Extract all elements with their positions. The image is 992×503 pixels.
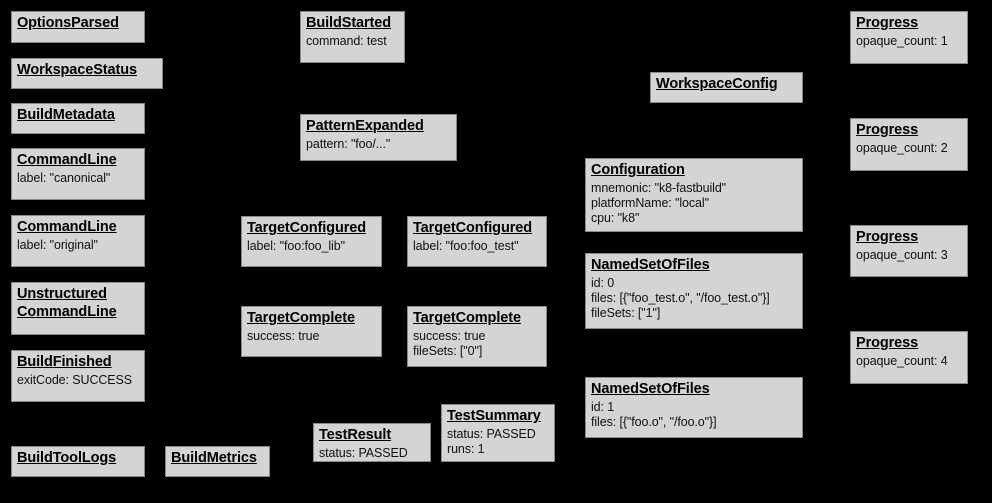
graph-node-fields: opaque_count: 4 — [856, 354, 962, 369]
graph-node-title: TargetConfigured — [247, 220, 366, 236]
graph-node-field: opaque_count: 2 — [856, 140, 948, 155]
graph-node-progress-4[interactable]: Progress opaque_count: 4 — [850, 331, 968, 384]
graph-node-title: TargetComplete — [247, 310, 355, 326]
graph-node-field: pattern: "foo/..." — [306, 136, 391, 151]
graph-node-title: TestResult — [319, 427, 392, 443]
graph-node-field: status: PASSED — [447, 426, 536, 441]
graph-node-fields: label: "canonical" — [17, 171, 139, 186]
graph-node-progress-1[interactable]: Progress opaque_count: 1 — [850, 11, 968, 64]
graph-node-field: mnemonic: "k8-fastbuild" — [591, 180, 727, 195]
graph-node-fields: pattern: "foo/..." — [306, 137, 451, 152]
graph-node-title: Progress — [856, 229, 919, 245]
graph-node-title: BuildFinished — [17, 354, 112, 370]
graph-node-target-configured-foo-test[interactable]: TargetConfigured label: "foo:foo_test" — [407, 216, 547, 267]
graph-node-title: NamedSetOfFiles — [591, 381, 710, 397]
graph-node-progress-3[interactable]: Progress opaque_count: 3 — [850, 225, 968, 277]
graph-node-title: Unstructured CommandLine — [17, 286, 117, 320]
graph-node-title: Progress — [856, 335, 919, 351]
graph-node-title: PatternExpanded — [306, 118, 424, 134]
graph-node-build-metrics[interactable]: BuildMetrics — [165, 446, 270, 477]
graph-node-options-parsed[interactable]: OptionsParsed — [11, 11, 145, 43]
graph-node-title: WorkspaceStatus — [17, 62, 137, 78]
graph-node-command-line-original[interactable]: CommandLine label: "original" — [11, 215, 145, 267]
graph-node-fields: exitCode: SUCCESS — [17, 373, 139, 388]
graph-node-title: OptionsParsed — [17, 15, 119, 31]
graph-node-workspace-config[interactable]: WorkspaceConfig — [650, 72, 803, 103]
graph-node-title: NamedSetOfFiles — [591, 257, 710, 273]
graph-node-build-finished[interactable]: BuildFinished exitCode: SUCCESS — [11, 350, 145, 402]
graph-node-title: CommandLine — [17, 152, 117, 168]
graph-node-field: status: PASSED — [319, 445, 408, 460]
graph-node-fields: opaque_count: 2 — [856, 141, 962, 156]
graph-node-field: fileSets: ["1"] — [591, 306, 661, 321]
graph-node-title: Progress — [856, 15, 919, 31]
graph-node-title: Progress — [856, 122, 919, 138]
graph-node-build-metadata[interactable]: BuildMetadata — [11, 103, 145, 134]
graph-node-fields: mnemonic: "k8-fastbuild"platformName: "l… — [591, 181, 797, 227]
graph-node-build-tool-logs[interactable]: BuildToolLogs — [11, 446, 145, 477]
graph-node-test-result[interactable]: TestResult status: PASSED — [313, 423, 431, 462]
graph-node-fields: label: "original" — [17, 238, 139, 253]
graph-node-target-configured-foo-lib[interactable]: TargetConfigured label: "foo:foo_lib" — [241, 216, 382, 267]
graph-node-field: id: 1 — [591, 399, 615, 414]
graph-node-field: id: 0 — [591, 275, 615, 290]
graph-node-field: success: true — [413, 328, 486, 343]
graph-node-build-started[interactable]: BuildStarted command: test — [300, 11, 405, 63]
graph-node-title: BuildMetrics — [171, 450, 257, 466]
graph-node-title: BuildMetadata — [17, 107, 115, 123]
graph-node-title: CommandLine — [17, 219, 117, 235]
graph-node-field: opaque_count: 4 — [856, 353, 948, 368]
graph-node-field: label: "foo:foo_lib" — [247, 238, 345, 253]
graph-node-field: success: true — [247, 328, 320, 343]
graph-node-fields: opaque_count: 1 — [856, 34, 962, 49]
graph-node-field: runs: 1 — [447, 441, 485, 456]
graph-node-field: fileSets: ["0"] — [413, 343, 483, 358]
graph-node-field: label: "canonical" — [17, 170, 111, 185]
graph-node-fields: success: true — [247, 329, 376, 344]
graph-node-field: opaque_count: 3 — [856, 247, 948, 262]
graph-node-field: files: [{"foo_test.o", "/foo_test.o"}] — [591, 290, 770, 305]
graph-node-pattern-expanded[interactable]: PatternExpanded pattern: "foo/..." — [300, 114, 457, 161]
graph-node-progress-2[interactable]: Progress opaque_count: 2 — [850, 118, 968, 171]
graph-node-fields: command: test — [306, 34, 399, 49]
graph-node-field: label: "foo:foo_test" — [413, 238, 519, 253]
graph-node-field: label: "original" — [17, 237, 98, 252]
graph-node-fields: label: "foo:foo_test" — [413, 239, 541, 254]
graph-node-field: platformName: "local" — [591, 195, 709, 210]
graph-node-title: TestSummary — [447, 408, 541, 424]
graph-node-workspace-status[interactable]: WorkspaceStatus — [11, 58, 163, 89]
graph-node-title: BuildStarted — [306, 15, 392, 31]
graph-node-fields: status: PASSED — [319, 446, 425, 461]
graph-node-field: cpu: "k8" — [591, 211, 640, 226]
graph-node-command-line-canonical[interactable]: CommandLine label: "canonical" — [11, 148, 145, 200]
graph-node-title: BuildToolLogs — [17, 450, 117, 466]
graph-node-field: opaque_count: 1 — [856, 33, 948, 48]
graph-node-fields: opaque_count: 3 — [856, 248, 962, 263]
graph-node-fields: label: "foo:foo_lib" — [247, 239, 376, 254]
graph-node-title: WorkspaceConfig — [656, 76, 778, 92]
graph-node-title: TargetConfigured — [413, 220, 532, 236]
graph-node-unstructured-command-line[interactable]: Unstructured CommandLine — [11, 282, 145, 335]
graph-node-field: files: [{"foo.o", "/foo.o"}] — [591, 414, 717, 429]
graph-node-field: command: test — [306, 33, 387, 48]
graph-node-configuration[interactable]: Configuration mnemonic: "k8-fastbuild"pla… — [585, 158, 803, 232]
graph-node-field: exitCode: SUCCESS — [17, 372, 133, 387]
graph-node-title: Configuration — [591, 162, 685, 178]
graph-node-target-complete-lib[interactable]: TargetComplete success: true — [241, 306, 382, 357]
graph-node-title: TargetComplete — [413, 310, 521, 326]
